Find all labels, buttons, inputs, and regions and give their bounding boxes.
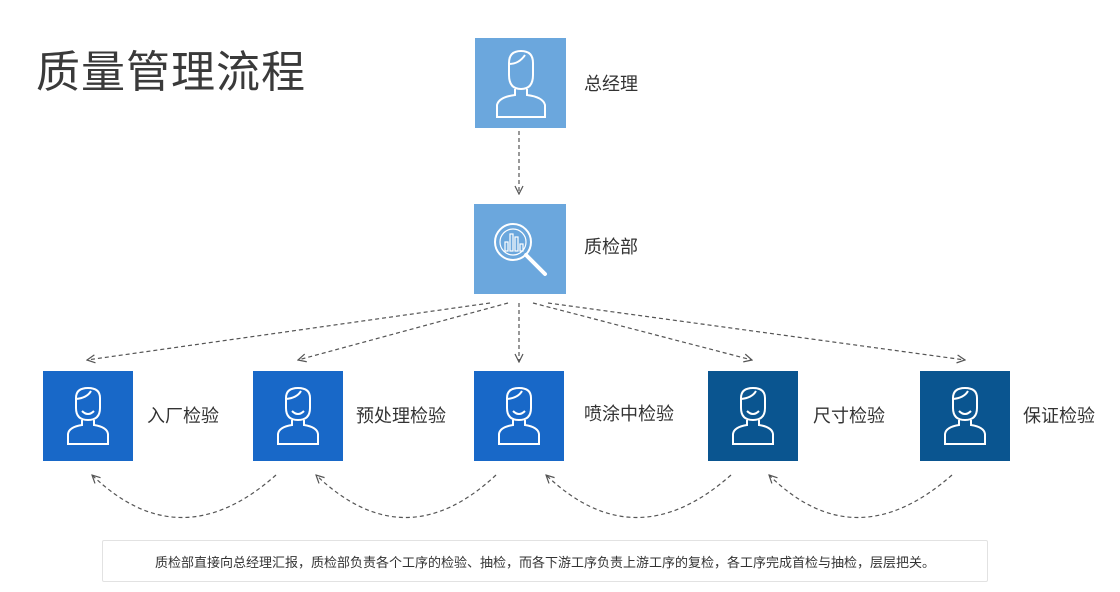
qc-dept-label: 质检部 xyxy=(584,237,638,258)
person-icon xyxy=(495,49,546,118)
magnifier-chart-icon xyxy=(494,223,547,276)
station-3-node xyxy=(474,371,564,461)
arrow-qc-to-station-5 xyxy=(547,302,965,360)
arrow-qc-to-station-1 xyxy=(87,302,491,360)
station-4-node xyxy=(708,371,798,461)
qc-dept-node xyxy=(474,204,566,294)
station-2-label: 预处理检验 xyxy=(356,406,446,427)
manager-node xyxy=(475,38,566,128)
page-title: 质量管理流程 xyxy=(36,47,306,98)
station-5-label: 保证检验 xyxy=(1023,406,1095,427)
station-1-node xyxy=(43,371,133,461)
recheck-arc-3-to-2 xyxy=(316,475,497,519)
person-icon xyxy=(67,386,109,445)
station-5-node xyxy=(920,371,1010,461)
arrow-qc-to-station-4 xyxy=(532,302,752,360)
recheck-arc-2-to-1 xyxy=(92,475,277,519)
station-3-label: 喷涂中检验 xyxy=(584,404,674,425)
station-1-label: 入厂检验 xyxy=(147,406,219,427)
station-2-node xyxy=(253,371,343,461)
recheck-arc-5-to-4 xyxy=(769,475,953,519)
recheck-arc-4-to-3 xyxy=(546,475,732,519)
person-icon xyxy=(944,386,986,445)
arrow-qc-to-station-2 xyxy=(298,302,509,360)
person-icon xyxy=(277,386,319,445)
manager-label: 总经理 xyxy=(584,74,638,95)
description-caption: 质检部直接向总经理汇报，质检部负责各个工序的检验、抽检，而各下游工序负责上游工序… xyxy=(102,540,988,582)
person-icon xyxy=(498,386,540,445)
station-4-label: 尺寸检验 xyxy=(813,406,885,427)
person-icon xyxy=(732,386,774,445)
